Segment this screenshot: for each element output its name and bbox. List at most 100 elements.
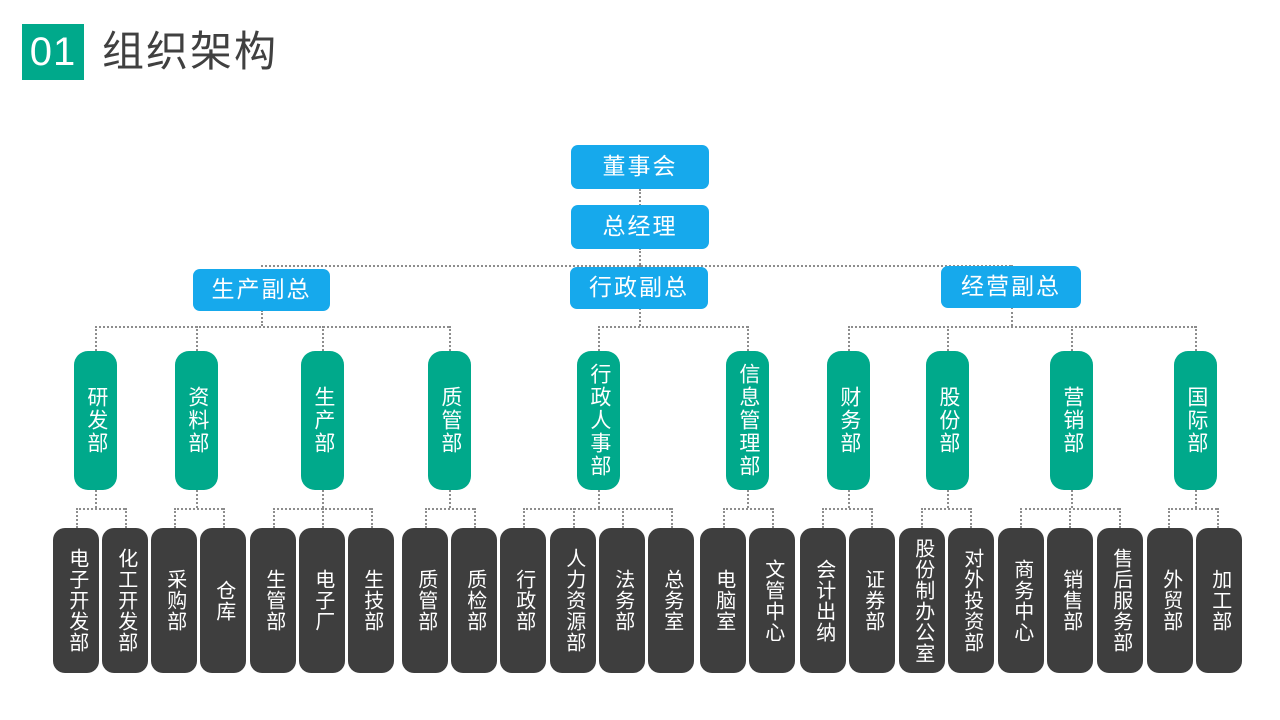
connector-vp3-bus: [848, 326, 1196, 328]
node-unit-quality-management[interactable]: 质管部: [402, 528, 448, 673]
connector-dept-4: [449, 326, 451, 351]
node-dept-production[interactable]: 生产部: [301, 351, 344, 490]
node-unit-foreign-investment[interactable]: 对外投资部: [948, 528, 994, 673]
connector-dept-8: [947, 326, 949, 351]
node-dept-information-management[interactable]: 信息管理部: [726, 351, 769, 490]
node-dept-quality-management[interactable]: 质管部: [428, 351, 471, 490]
node-unit-accounting-cashier[interactable]: 会计出纳: [800, 528, 846, 673]
node-unit-quality-inspection[interactable]: 质检部: [451, 528, 497, 673]
node-dept-finance[interactable]: 财务部: [827, 351, 870, 490]
connector-dept-3: [322, 326, 324, 351]
connector-d2-down: [196, 490, 198, 508]
node-dept-materials[interactable]: 资料部: [175, 351, 218, 490]
connector-u6: [322, 508, 324, 528]
connector-d7-down: [848, 490, 850, 508]
connector-u14: [723, 508, 725, 528]
connector-d7-bus: [822, 508, 871, 510]
connector-d2-bus: [174, 508, 223, 510]
connector-vp3-down: [1011, 307, 1013, 326]
connector-vp-1-drop: [261, 265, 263, 271]
node-vp-operations[interactable]: 经营副总: [941, 266, 1081, 308]
connector-u20: [1020, 508, 1022, 528]
connector-d8-down: [947, 490, 949, 508]
connector-dept-7: [848, 326, 850, 351]
connector-u19: [970, 508, 972, 528]
connector-u5: [273, 508, 275, 528]
node-unit-after-sales-service[interactable]: 售后服务部: [1097, 528, 1143, 673]
connector-u9: [474, 508, 476, 528]
node-dept-international[interactable]: 国际部: [1174, 351, 1217, 490]
page-header: 01 组织架构: [22, 24, 278, 80]
connector-d10-down: [1195, 490, 1197, 508]
node-unit-legal-affairs[interactable]: 法务部: [599, 528, 645, 673]
node-board-of-directors[interactable]: 董事会: [571, 145, 709, 189]
node-unit-administration[interactable]: 行政部: [500, 528, 546, 673]
node-dept-marketing[interactable]: 营销部: [1050, 351, 1093, 490]
connector-u18: [921, 508, 923, 528]
connector-dept-1: [95, 326, 97, 351]
connector-d5-bus: [523, 508, 671, 510]
connector-u2: [125, 508, 127, 528]
node-unit-chemical-development[interactable]: 化工开发部: [102, 528, 148, 673]
connector-u1: [76, 508, 78, 528]
connector-dept-2: [196, 326, 198, 351]
connector-d6-bus: [723, 508, 772, 510]
connector-d5-down: [598, 490, 600, 508]
page-title: 组织架构: [102, 28, 279, 75]
node-dept-rnd[interactable]: 研发部: [74, 351, 117, 490]
connector-vp1-bus: [95, 326, 449, 328]
node-unit-securities[interactable]: 证券部: [849, 528, 895, 673]
connector-u3: [174, 508, 176, 528]
node-unit-warehouse[interactable]: 仓库: [200, 528, 246, 673]
connector-d6-down: [747, 490, 749, 508]
node-unit-purchasing[interactable]: 采购部: [151, 528, 197, 673]
node-unit-business-center[interactable]: 商务中心: [998, 528, 1044, 673]
connector-d1-bus: [76, 508, 125, 510]
connector-d10-bus: [1168, 508, 1217, 510]
node-vp-production[interactable]: 生产副总: [193, 269, 330, 311]
connector-dept-5: [598, 326, 600, 351]
connector-vp2-down: [639, 308, 641, 326]
connector-vp1-down: [261, 310, 263, 326]
connector-u4: [223, 508, 225, 528]
node-unit-electronics-development[interactable]: 电子开发部: [53, 528, 99, 673]
connector-d1-down: [95, 490, 97, 508]
connector-u10: [523, 508, 525, 528]
node-unit-general-affairs[interactable]: 总务室: [648, 528, 694, 673]
node-dept-admin-hr[interactable]: 行政人事部: [577, 351, 620, 490]
node-unit-electronics-factory[interactable]: 电子厂: [299, 528, 345, 673]
connector-board-gm: [639, 189, 641, 206]
node-unit-human-resources[interactable]: 人力资源部: [550, 528, 596, 673]
connector-u7: [371, 508, 373, 528]
connector-gm-down: [639, 248, 641, 265]
node-vp-administration[interactable]: 行政副总: [570, 267, 708, 309]
connector-u16: [822, 508, 824, 528]
connector-d3-down: [322, 490, 324, 508]
connector-d9-down: [1071, 490, 1073, 508]
connector-u24: [1217, 508, 1219, 528]
connector-u21: [1069, 508, 1071, 528]
node-unit-computer-room[interactable]: 电脑室: [700, 528, 746, 673]
node-unit-foreign-trade[interactable]: 外贸部: [1147, 528, 1193, 673]
connector-d8-bus: [921, 508, 970, 510]
node-general-manager[interactable]: 总经理: [571, 205, 709, 249]
connector-dept-10: [1195, 326, 1197, 351]
node-unit-processing[interactable]: 加工部: [1196, 528, 1242, 673]
node-unit-production-technology[interactable]: 生技部: [348, 528, 394, 673]
connector-d4-bus: [425, 508, 474, 510]
section-number-badge: 01: [22, 24, 84, 80]
node-unit-sales[interactable]: 销售部: [1047, 528, 1093, 673]
connector-u17: [871, 508, 873, 528]
node-dept-shares[interactable]: 股份部: [926, 351, 969, 490]
connector-dept-6: [747, 326, 749, 351]
connector-u8: [425, 508, 427, 528]
connector-vp-bus: [261, 265, 1011, 267]
node-unit-shareholding-office[interactable]: 股份制办公室: [899, 528, 945, 673]
node-unit-production-management[interactable]: 生管部: [250, 528, 296, 673]
connector-vp2-bus: [598, 326, 748, 328]
node-unit-document-center[interactable]: 文管中心: [749, 528, 795, 673]
connector-u23: [1168, 508, 1170, 528]
connector-u22: [1119, 508, 1121, 528]
connector-u11: [573, 508, 575, 528]
